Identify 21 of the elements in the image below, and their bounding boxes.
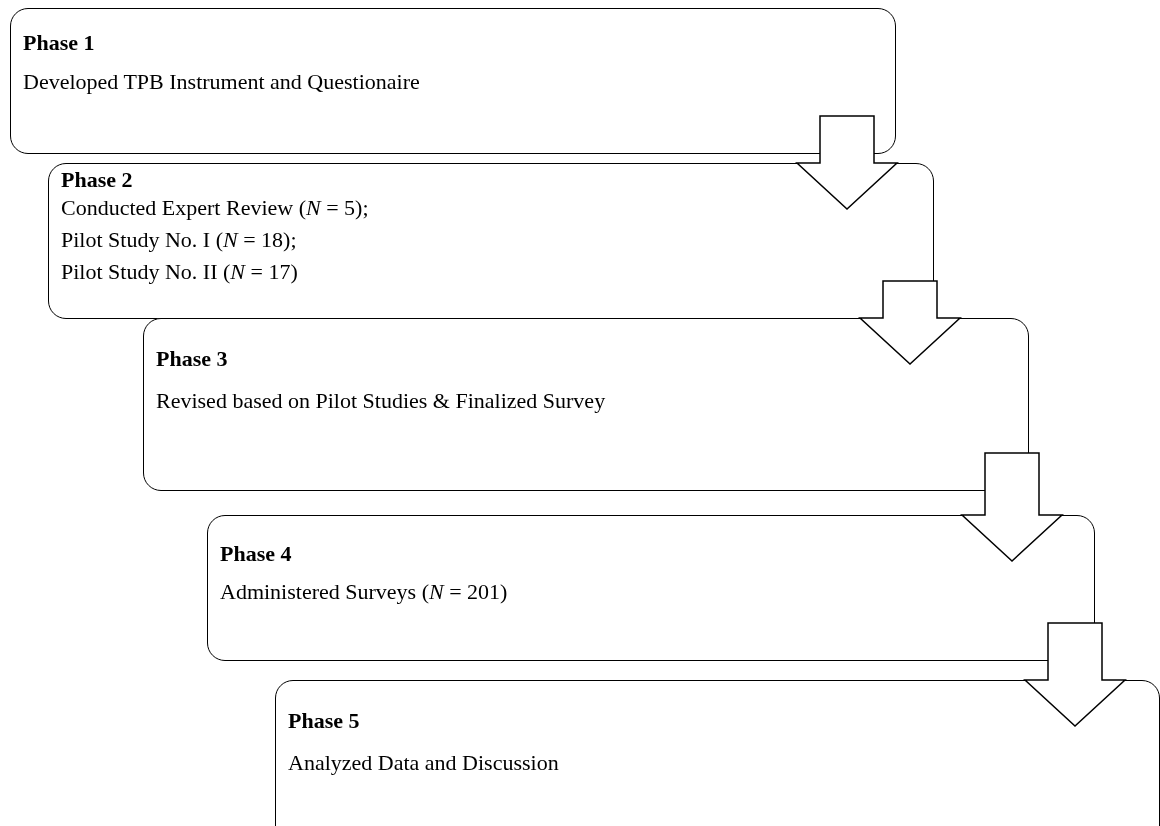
phase-heading: Phase 1	[23, 31, 96, 55]
phase-description: Revised based on Pilot Studies & Finalized Survey	[156, 389, 607, 413]
phase-heading: Phase 4	[220, 542, 293, 566]
phase-description: Analyzed Data and Discussion	[288, 751, 560, 775]
process-box	[48, 163, 934, 319]
phase-description: Pilot Study No. II (N = 17)	[61, 260, 299, 284]
process-box	[143, 318, 1029, 491]
phase-description: Conducted Expert Review (N = 5);	[61, 196, 370, 220]
phase-heading: Phase 5	[288, 709, 361, 733]
phase-description: Pilot Study No. I (N = 18);	[61, 228, 298, 252]
process-box	[275, 680, 1160, 826]
block-arrow	[960, 452, 1064, 562]
process-box	[10, 8, 896, 154]
phase-heading: Phase 2	[61, 168, 134, 192]
block-arrow	[1023, 622, 1127, 727]
block-arrow	[858, 280, 962, 365]
block-arrow	[795, 115, 899, 210]
phase-description: Administered Surveys (N = 201)	[220, 580, 509, 604]
process-box	[207, 515, 1095, 661]
phase-heading: Phase 3	[156, 347, 229, 371]
phase-description: Developed TPB Instrument and Questionaire	[23, 70, 421, 94]
